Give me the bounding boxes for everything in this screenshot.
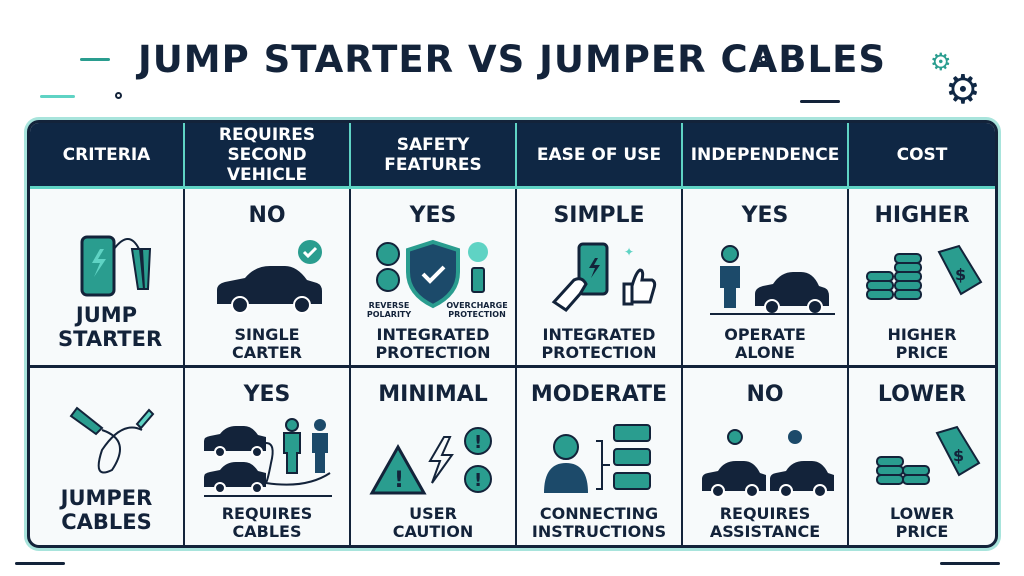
reverse-polarity-label: REVERSE POLARITY bbox=[366, 301, 412, 319]
decoration-dot bbox=[760, 56, 767, 63]
decoration-line bbox=[80, 58, 110, 61]
decoration-line bbox=[800, 100, 840, 103]
cell-value: YES bbox=[409, 203, 457, 228]
header-independence: INDEPENDENCE bbox=[683, 123, 849, 186]
cell-description: INTEGRATED PROTECTION bbox=[541, 325, 657, 362]
decoration-line bbox=[40, 95, 75, 98]
cell-description: LOWER PRICE bbox=[889, 504, 955, 541]
cell-safety: MINIMAL ! ! ! USER CAUTION bbox=[351, 368, 517, 545]
row-label-cell: JUMP STARTER bbox=[30, 189, 185, 365]
header-safety: SAFETY FEATURES bbox=[351, 123, 517, 186]
svg-text:!: ! bbox=[474, 432, 482, 453]
power-bank-with-clamp-icon bbox=[80, 235, 151, 297]
hand-phone-thumbs-up-icon: ✦ bbox=[551, 242, 657, 312]
gear-icon: ⚙ bbox=[945, 67, 981, 113]
page-title: JUMP STARTER VS JUMPER CABLES bbox=[137, 38, 887, 81]
comparison-table: CRITERIA REQUIRES SECOND VEHICLE SAFETY … bbox=[27, 120, 998, 548]
cell-value: YES bbox=[741, 203, 789, 228]
svg-text:$: $ bbox=[955, 265, 966, 284]
cell-description: SINGLE CARTER bbox=[232, 325, 302, 362]
decoration-line bbox=[940, 562, 1000, 565]
cell-value: YES bbox=[243, 382, 291, 407]
overcharge-protection-label: OVERCHARGE PROTECTION bbox=[446, 301, 508, 319]
svg-text:!: ! bbox=[474, 470, 482, 491]
cell-value: HIGHER bbox=[874, 203, 970, 228]
cell-cost: HIGHER $ HIGHER PRICE bbox=[849, 189, 995, 365]
two-cars-two-people-icon bbox=[204, 418, 332, 497]
two-cars-people-icon bbox=[702, 429, 834, 498]
cell-value: MODERATE bbox=[530, 382, 668, 407]
cell-ease: MODERATE CONNECTING INSTRUCTIONS bbox=[517, 368, 683, 545]
cell-description: INTEGRATED PROTECTION bbox=[375, 325, 491, 362]
row-label: JUMPER CABLES bbox=[60, 486, 153, 534]
cell-value: NO bbox=[248, 203, 286, 228]
cell-description: REQUIRES CABLES bbox=[221, 504, 313, 541]
row-label: JUMP STARTER bbox=[58, 303, 163, 351]
cell-independence: NO REQUIRES ASSISTANCE bbox=[683, 368, 849, 545]
person-car-icon bbox=[710, 245, 835, 315]
decoration-dot bbox=[115, 92, 122, 99]
cell-cost: LOWER $ LOWER PRICE bbox=[849, 368, 995, 545]
gear-icon: ⚙ bbox=[930, 48, 952, 76]
header-criteria: CRITERIA bbox=[30, 123, 185, 186]
jumper-cable-clamps-icon bbox=[69, 406, 154, 474]
cell-independence: YES OPERATE ALONE bbox=[683, 189, 849, 365]
warning-icon: ! ! ! bbox=[369, 427, 492, 495]
cell-value: MINIMAL bbox=[378, 382, 488, 407]
decoration-line bbox=[15, 562, 65, 565]
header-cost: COST bbox=[896, 144, 948, 165]
table-row-jump-starter: JUMP STARTER NO SINGLE CARTER YES REVERS… bbox=[30, 189, 995, 368]
cell-value: LOWER bbox=[877, 382, 967, 407]
coins-price-tag-icon: $ bbox=[866, 244, 983, 300]
cell-second-vehicle: NO SINGLE CARTER bbox=[185, 189, 351, 365]
person-steps-list-icon bbox=[544, 424, 651, 493]
svg-text:✦: ✦ bbox=[624, 245, 634, 259]
cell-description: HIGHER PRICE bbox=[887, 325, 957, 362]
header-second-vehicle: REQUIRES SECOND VEHICLE bbox=[185, 123, 351, 186]
svg-text:!: ! bbox=[394, 468, 404, 493]
cell-description: OPERATE ALONE bbox=[724, 325, 806, 362]
shield-check-icon bbox=[376, 239, 488, 309]
cell-description: USER CAUTION bbox=[392, 504, 474, 541]
cell-value: NO bbox=[746, 382, 784, 407]
cell-second-vehicle: YES REQUIRES CABLES bbox=[185, 368, 351, 545]
row-label-cell: JUMPER CABLES bbox=[30, 368, 185, 545]
coins-price-tag-icon: $ bbox=[876, 425, 981, 485]
cell-ease: SIMPLE ✦ INTEGRATED PROTECTION bbox=[517, 189, 683, 365]
car-check-icon bbox=[217, 240, 322, 314]
cell-value: SIMPLE bbox=[553, 203, 645, 228]
table-row-jumper-cables: JUMPER CABLES YES REQUIRES CABLES MINIMA… bbox=[30, 368, 995, 545]
svg-text:$: $ bbox=[953, 446, 964, 465]
header-ease: EASE OF USE bbox=[517, 123, 683, 186]
cell-description: REQUIRES ASSISTANCE bbox=[709, 504, 821, 541]
table-header: CRITERIA REQUIRES SECOND VEHICLE SAFETY … bbox=[30, 123, 995, 189]
cell-description: CONNECTING INSTRUCTIONS bbox=[531, 504, 667, 541]
cell-safety: YES REVERSE POLARITY OVERCHARGE PROTECTI… bbox=[351, 189, 517, 365]
